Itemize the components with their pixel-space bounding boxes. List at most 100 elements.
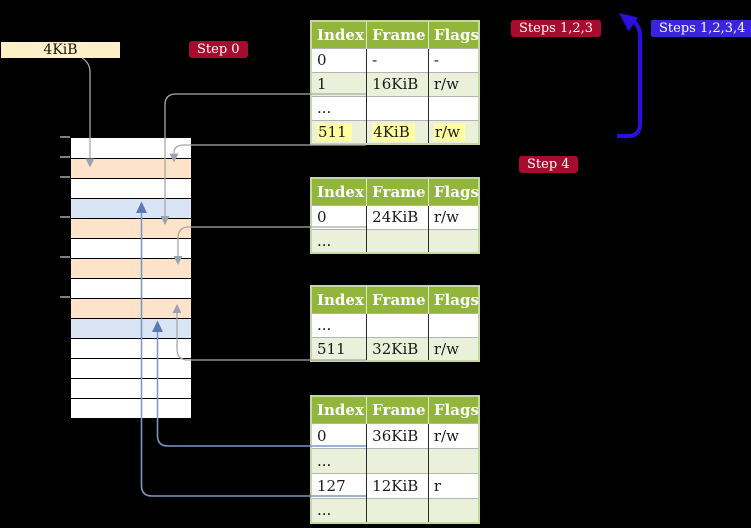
memory-row-peach [71,298,191,318]
table-row: ... [311,95,479,120]
table-cell [428,228,479,253]
table-row: 0-- [311,47,479,72]
table-cell: ... [311,447,368,473]
memory-tick [60,176,70,178]
table-row: 511 4KiB r/w [311,119,479,144]
column-header: Flags [428,286,479,313]
column-header: Index [311,178,368,205]
table-cell: 0 [311,204,368,229]
column-header: Flags [428,21,479,48]
memory-row-blue [71,198,191,218]
memory-tick [60,216,70,218]
table-cell: r/w [428,336,479,361]
memory-row-white [71,358,191,378]
table-cell: ... [311,312,368,337]
table-cell: 0 [311,422,368,448]
table-row: ... [311,497,479,523]
table-cell: 511 [311,119,368,144]
column-header: Index [311,21,368,48]
page-size-label: 4KiB [1,42,120,58]
table-cell: 36KiB [366,422,429,448]
table-cell: r/w [428,71,479,96]
table-cell: - [428,47,479,72]
table-row: ... [311,228,479,253]
column-header: Frame [366,286,429,313]
memory-row-peach [71,158,191,178]
memory-row-white [71,398,191,418]
memory-tick [60,156,70,158]
memory-row-white [71,338,191,358]
table-cell: 16KiB [366,71,429,96]
table-cell: r/w [428,204,479,229]
table-cell: 127 [311,472,368,498]
steps-loop-arrow [617,19,643,139]
memory-row-peach [71,218,191,238]
table-cell: 0 [311,47,368,72]
column-header: Frame [366,178,429,205]
table-cell: 511 [311,336,368,361]
table-cell [428,497,479,523]
table-cell: 4KiB [366,119,429,144]
table-cell: 12KiB [366,472,429,498]
table-cell [428,312,479,337]
table-cell: r/w [428,422,479,448]
highlighted-value: 511 [317,122,352,141]
table-cell [366,312,429,337]
column-header: Index [311,396,368,423]
highlighted-value: 4KiB [372,122,415,141]
memory-tick [60,296,70,298]
arrow-t1-4kib [173,144,366,154]
memory-tick [60,256,70,258]
table-cell [366,95,429,120]
table-cell: r/w [428,119,479,144]
column-header: Index [311,286,368,313]
memory-row-white [71,278,191,298]
table-cell [366,228,429,253]
physical-memory-stack [70,137,192,419]
arrowhead-upleft-icon [619,13,638,32]
table-cell [366,497,429,523]
memory-row-white [71,378,191,398]
table-row: ... [311,312,479,337]
column-header: Frame [366,396,429,423]
memory-row-blue [71,318,191,338]
table-cell [366,447,429,473]
memory-row-white [71,138,191,158]
table-cell: 1 [311,71,368,96]
memory-row-white [71,178,191,198]
step4-badge: Step 4 [519,156,578,173]
table-cell: ... [311,95,368,120]
table-cell [428,447,479,473]
table-cell: 24KiB [366,204,429,229]
memory-row-peach [71,258,191,278]
memory-tick [60,136,70,138]
table-cell [428,95,479,120]
column-header: Flags [428,178,479,205]
step0-badge: Step 0 [189,41,248,58]
table-cell: - [366,47,429,72]
highlighted-value: r/w [433,122,465,141]
steps123-badge: Steps 1,2,3 [511,20,602,37]
steps1234-badge: Steps 1,2,3,4 [651,20,751,37]
table-cell: ... [311,497,368,523]
table-cell: ... [311,228,368,253]
memory-row-white [71,238,191,258]
table-cell: 32KiB [366,336,429,361]
column-header: Flags [428,396,479,423]
table-cell: r [428,472,479,498]
column-header: Frame [366,21,429,48]
table-row: ... [311,447,479,473]
